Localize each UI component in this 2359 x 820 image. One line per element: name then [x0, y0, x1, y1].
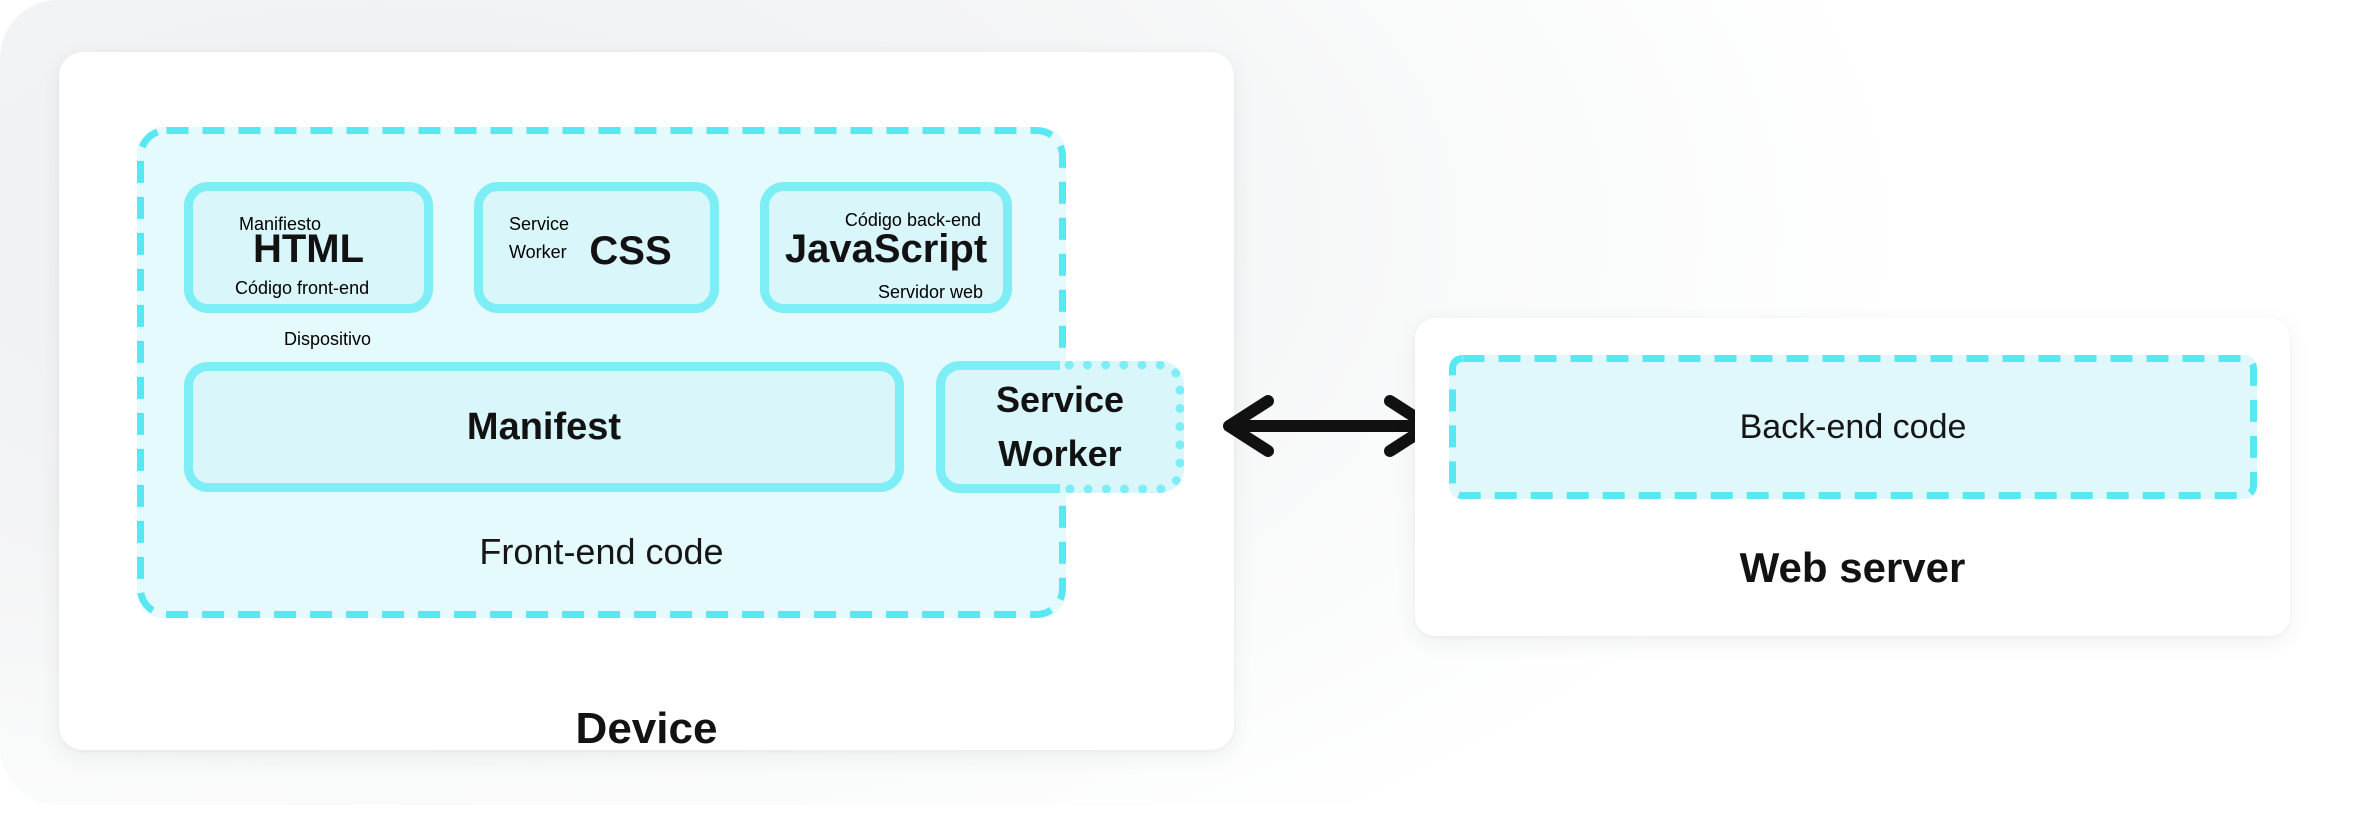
frontend-code-caption: Front-end code	[479, 531, 724, 572]
node-service-worker-label: Service Worker	[995, 379, 1125, 474]
frontend-code-group: Manifiesto HTML Código front-end Service…	[137, 127, 1184, 618]
backend-code-box: Back-end code	[1449, 355, 2257, 499]
annotation-servidor-web: Servidor web	[877, 282, 983, 302]
web-server-title: Web server	[1739, 544, 1966, 591]
backend-dashed-border	[1449, 355, 2257, 499]
annotation-manifiesto: Manifiesto	[239, 214, 322, 234]
annotation-codigo-back-end: Código back-end	[844, 210, 981, 230]
node-html-label: HTML	[252, 227, 365, 271]
node-manifest-label: Manifest	[466, 405, 622, 448]
node-javascript-label: JavaScript	[784, 227, 988, 271]
annotation-dispositivo: Dispositivo	[284, 329, 372, 349]
web-server-card: Back-end code Web server	[1415, 318, 2290, 636]
node-css-label: CSS	[589, 229, 672, 273]
double-arrow-icon	[1223, 395, 1435, 457]
backend-code-label: Back-end code	[1739, 407, 1967, 446]
node-javascript: Código back-end JavaScript Servidor web	[760, 182, 1012, 313]
node-service-worker: Service Worker	[936, 361, 1184, 493]
node-css: Service Worker CSS	[474, 182, 719, 313]
device-title: Device	[575, 704, 718, 753]
annotation-codigo-front-end: Código front-end	[235, 278, 370, 298]
node-manifest: Manifest	[184, 362, 904, 492]
annotation-service-worker: Service Worker	[509, 214, 570, 262]
device-card: Manifiesto HTML Código front-end Service…	[59, 52, 1234, 753]
node-html: Manifiesto HTML Código front-end	[184, 182, 433, 313]
